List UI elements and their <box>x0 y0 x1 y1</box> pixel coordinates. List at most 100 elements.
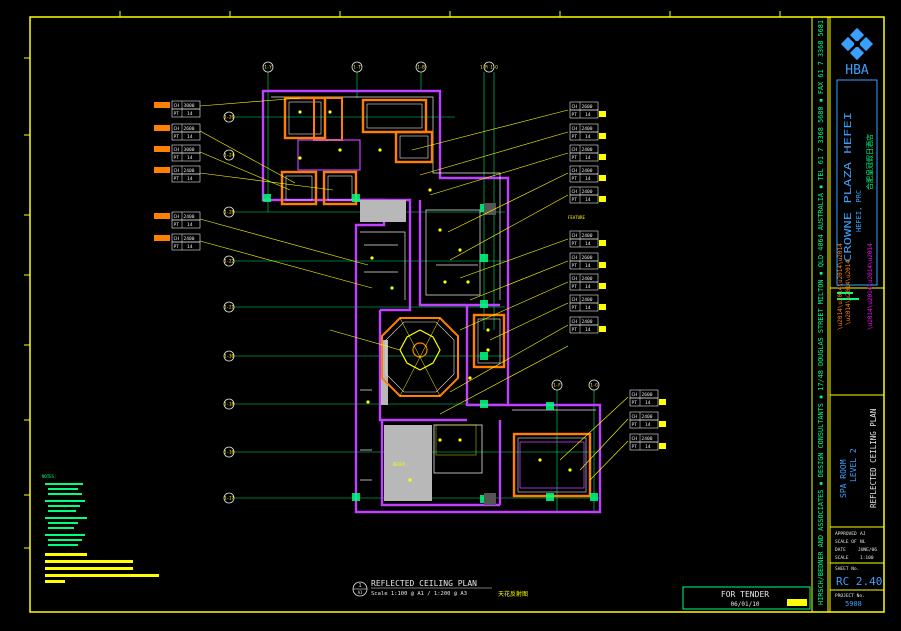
svg-text:PT: PT <box>174 222 180 228</box>
grid-label-group-right: 1-F 1-G <box>551 379 600 391</box>
status-stamp: FOR TENDER 06/01/10 <box>682 586 811 610</box>
svg-text:CH: CH <box>572 233 578 239</box>
svg-text:2400: 2400 <box>642 436 653 442</box>
svg-text:PT: PT <box>174 111 180 117</box>
svg-text:1-20: 1-20 <box>224 115 235 120</box>
svg-text:2600: 2600 <box>184 126 195 132</box>
caption-scale: Scale 1:100 @ A1 / 1:200 @ A3 <box>371 591 467 597</box>
svg-text:2400: 2400 <box>582 276 593 282</box>
svg-text:CH: CH <box>572 255 578 261</box>
svg-text:2400: 2400 <box>184 236 195 242</box>
plan-caption: 1 A1 REFLECTED CEILING PLAN Scale 1:100 … <box>352 579 528 598</box>
revision-notes <box>837 292 859 300</box>
logo-text: HBA <box>845 63 869 78</box>
svg-text:14: 14 <box>187 134 193 140</box>
svg-text:14: 14 <box>187 176 193 182</box>
svg-text:14: 14 <box>645 400 651 406</box>
svg-text:14: 14 <box>585 263 591 269</box>
svg-text:14: 14 <box>645 444 651 450</box>
drawing-title: REFLECTED CEILING PLAN <box>869 409 878 508</box>
svg-text:1-T: 1-T <box>353 65 361 70</box>
svg-text:1-22: 1-22 <box>224 259 235 264</box>
svg-text:14: 14 <box>585 327 591 333</box>
svg-text:1:100: 1:100 <box>860 555 874 561</box>
grid-label-left: 1-21 <box>223 301 235 313</box>
grid-label-left: 1-20 <box>223 111 235 123</box>
grid-label-top: 1-T <box>351 61 363 73</box>
svg-text:14: 14 <box>187 244 193 250</box>
project-sub: HEFEI, PRC <box>855 190 863 232</box>
svg-text:CH: CH <box>572 168 578 174</box>
svg-text:SCALE: SCALE <box>835 555 849 561</box>
svg-text:CH: CH <box>572 189 578 195</box>
svg-text:\u2014\u2014\u2014: \u2014\u2014\u2014 <box>845 260 852 325</box>
caption-marker: 1 <box>358 583 361 589</box>
svg-text:14: 14 <box>585 176 591 182</box>
project-cn: 合肥皇冠假日酒店 <box>865 134 874 190</box>
caption-marker-sheet: A1 <box>358 590 363 595</box>
svg-text:PT: PT <box>572 305 578 311</box>
sheet-number: RC 2.40 <box>836 575 882 588</box>
svg-text:PT: PT <box>174 176 180 182</box>
svg-text:PT: PT <box>632 400 638 406</box>
octagon-feature <box>381 317 459 397</box>
svg-text:14: 14 <box>187 155 193 161</box>
svg-text:1-18: 1-18 <box>224 402 235 407</box>
svg-text:2400: 2400 <box>184 168 195 174</box>
svg-text:SCALE OF: SCALE OF <box>835 539 857 545</box>
svg-text:2400: 2400 <box>582 297 593 303</box>
sheet-label: SHEET No. <box>835 566 859 572</box>
solid-zones <box>360 200 432 501</box>
caption-title-cn: 天花反射图 <box>498 590 528 598</box>
svg-text:CH: CH <box>174 236 180 242</box>
svg-text:1-Y: 1-Y <box>264 65 272 70</box>
svg-text:2600: 2600 <box>582 255 593 261</box>
svg-text:2400: 2400 <box>582 126 593 132</box>
svg-text:DATE: DATE <box>835 547 846 553</box>
svg-text:FEATURE: FEATURE <box>568 215 585 220</box>
grid-label-left: 1-18 <box>223 398 235 410</box>
svg-text:PT: PT <box>572 176 578 182</box>
svg-text:AJ: AJ <box>860 531 866 537</box>
svg-text:1-17: 1-17 <box>224 496 235 501</box>
svg-text:CH: CH <box>632 414 638 420</box>
grid-label-left: 1-24 <box>223 149 235 161</box>
border-ticks <box>24 11 781 549</box>
svg-text:14: 14 <box>585 284 591 290</box>
svg-text:PT: PT <box>632 444 638 450</box>
svg-text:PT: PT <box>572 327 578 333</box>
svg-text:14: 14 <box>585 112 591 118</box>
svg-text:14: 14 <box>585 241 591 247</box>
title-meta: APPROVED AJ SCALE OF NL DATE JUNE/06 SCA… <box>835 531 877 561</box>
svg-text:2400: 2400 <box>582 319 593 325</box>
svg-text:PT: PT <box>572 263 578 269</box>
svg-text:\u2014\u2014\u2014\u2014: \u2014\u2014\u2014\u2014 <box>867 243 874 330</box>
svg-text:14: 14 <box>187 111 193 117</box>
svg-text:1-21: 1-21 <box>224 305 235 310</box>
svg-text:CH: CH <box>174 147 180 153</box>
grid-label-left: 1-22 <box>223 255 235 267</box>
svg-text:PT: PT <box>572 112 578 118</box>
svg-text:1-G: 1-G <box>590 383 598 388</box>
light-fixtures <box>298 110 572 482</box>
grid-label-right: 1-F <box>551 379 563 391</box>
plan-inner-lines <box>271 96 596 481</box>
grid-label-left: 1-28 <box>223 206 235 218</box>
notes-header: NOTES: <box>42 474 56 479</box>
firm-info-vertical: HIRSCH/BEDNER AND ASSOCIATES ▪ DESIGN CO… <box>816 20 825 605</box>
svg-text:2400: 2400 <box>642 414 653 420</box>
svg-text:1-16: 1-16 <box>224 450 235 455</box>
svg-text:14: 14 <box>585 197 591 203</box>
grid-label-right: 1-G <box>588 379 600 391</box>
